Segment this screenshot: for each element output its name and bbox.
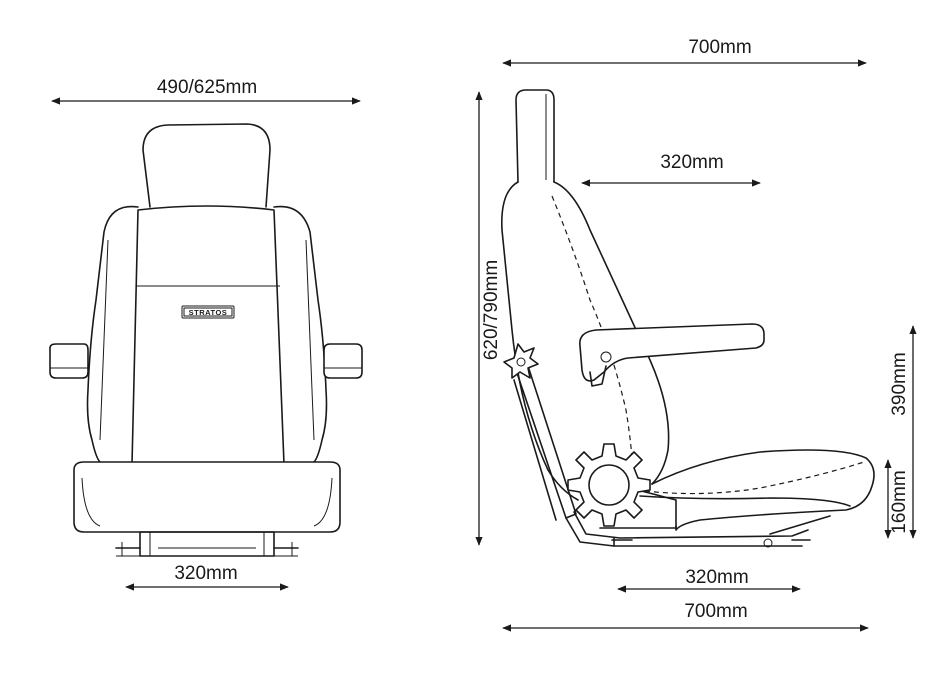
front-left-bolster <box>86 205 139 463</box>
side-bottom-depth-dimension: 700mm <box>502 601 869 632</box>
side-backrest <box>501 181 670 501</box>
recline-strut <box>503 343 577 521</box>
front-right-bolster <box>273 205 328 463</box>
side-bottom-depth-label: 700mm <box>684 601 747 622</box>
stratos-badge: STRATOS <box>181 305 235 319</box>
side-cushion-height-label: 160mm <box>889 470 910 533</box>
front-base-dimension: 320mm <box>125 563 289 591</box>
side-cushion-height-dimension: 160mm <box>884 459 910 539</box>
front-right-armrest <box>323 343 363 379</box>
side-height-label: 620/790mm <box>481 260 502 360</box>
side-headrest <box>515 89 555 183</box>
front-left-armrest <box>49 343 89 379</box>
side-backrest-dimension: 320mm <box>581 152 761 187</box>
front-width-dimension: 490/625mm <box>51 77 361 105</box>
front-view: 490/625mm STRATOS <box>49 77 363 591</box>
front-backrest-panel <box>131 205 285 465</box>
side-rail-label: 320mm <box>685 567 748 588</box>
side-seat-cushion <box>651 449 875 531</box>
side-top-depth-label: 700mm <box>688 37 751 58</box>
front-headrest <box>142 123 271 208</box>
side-top-depth-dimension: 700mm <box>502 37 867 67</box>
side-armrest <box>579 323 765 387</box>
recline-gear <box>567 443 651 527</box>
side-armrest-height-dimension: 390mm <box>889 325 917 539</box>
front-base-width-label: 320mm <box>174 563 237 584</box>
front-base <box>115 531 299 557</box>
side-height-dimension: 620/790mm <box>475 91 502 546</box>
side-backrest-depth-label: 320mm <box>660 152 723 173</box>
badge-text: STRATOS <box>189 308 228 317</box>
front-seat-cushion <box>73 461 341 533</box>
side-base-rails <box>565 511 831 548</box>
front-width-label: 490/625mm <box>157 77 257 98</box>
side-armrest-height-label: 390mm <box>889 352 910 415</box>
side-rail-dimension: 320mm <box>617 567 801 593</box>
recline-knob <box>503 343 539 379</box>
side-view: 700mm 320mm 620/790mm 390mm 160mm <box>475 37 917 632</box>
